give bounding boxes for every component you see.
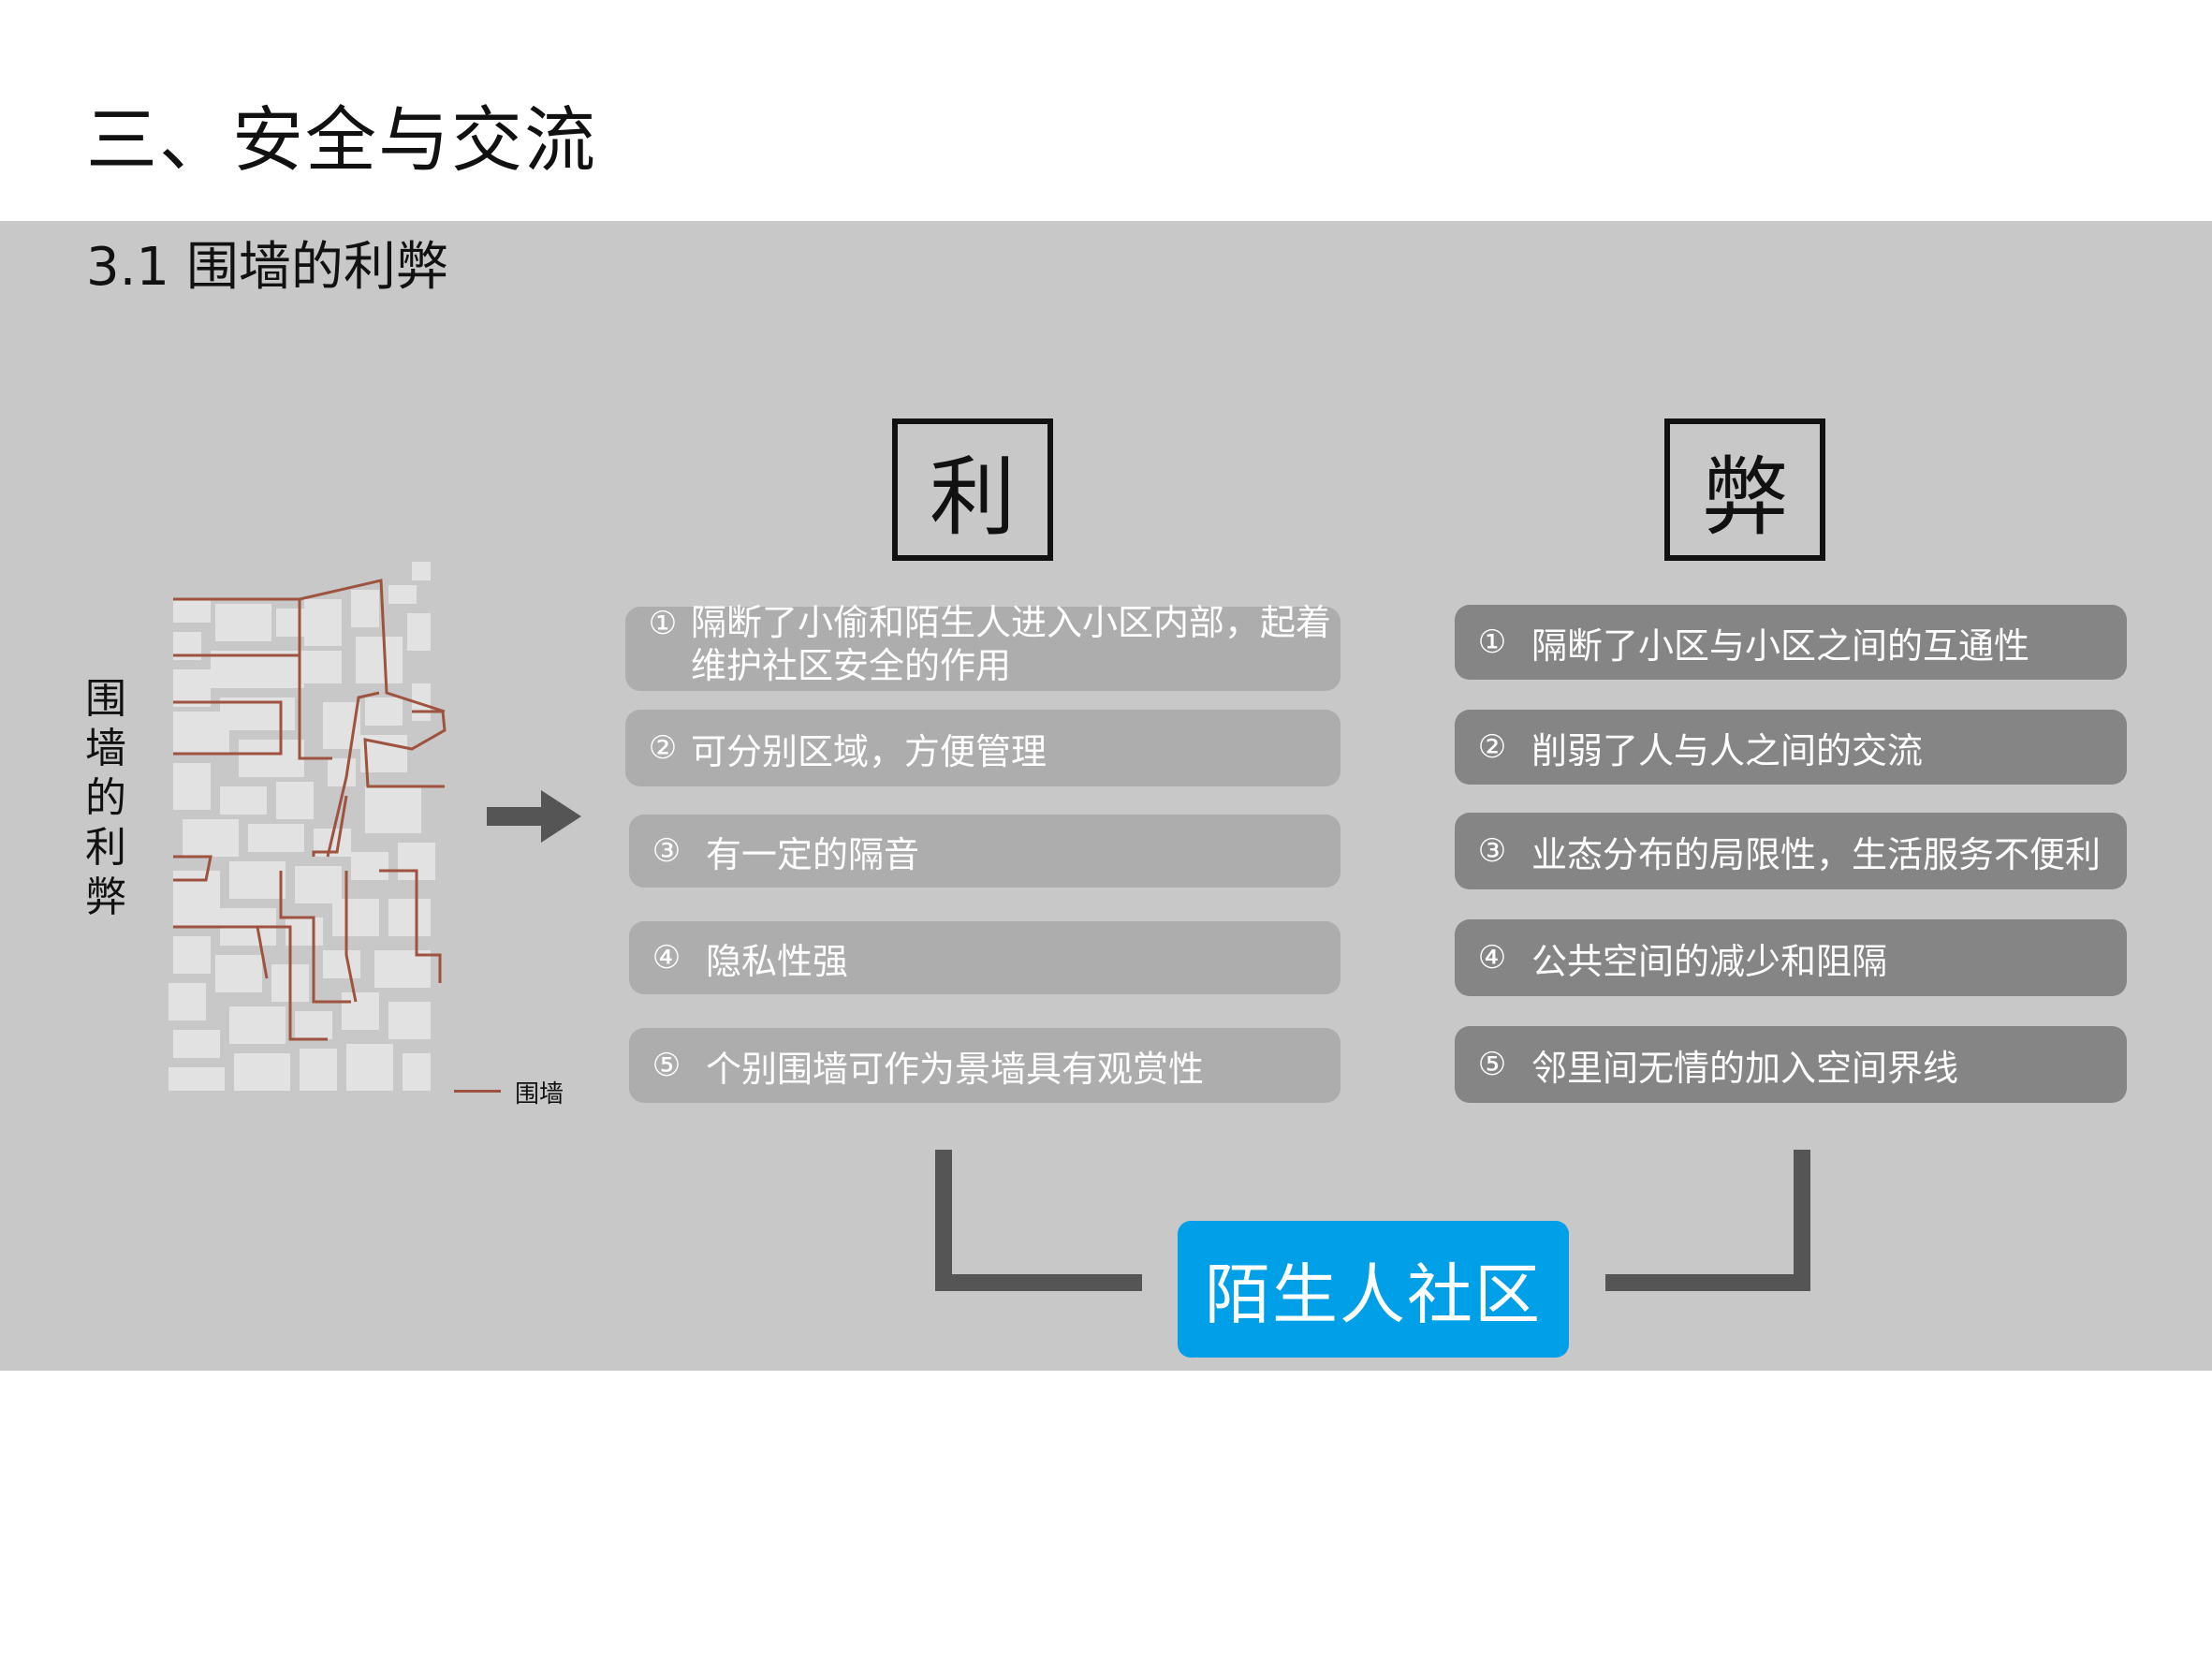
pros-item: ⑤ 个别围墙可作为景墙具有观赏性 — [629, 1028, 1340, 1103]
item-number: ④ — [652, 939, 681, 976]
item-number: ④ — [1477, 939, 1507, 976]
item-number: ② — [648, 729, 678, 767]
pros-item: ① 隔断了小偷和陌生人进入小区内部，起着维护社区安全的作用 — [625, 602, 1340, 691]
item-text: 可分别区域，方便管理 — [691, 730, 1047, 772]
item-text: 隐私性强 — [706, 940, 849, 982]
cons-item: ④ 公共空间的减少和阻隔 — [1455, 919, 2127, 996]
page-title: 三、安全与交流 — [86, 98, 597, 182]
pros-item: ④ 隐私性强 — [629, 921, 1340, 994]
bracket-connector — [935, 1150, 1810, 1291]
item-number: ③ — [652, 832, 681, 870]
cons-item: ③ 业态分布的局限性，生活服务不便利 — [1455, 813, 2127, 889]
item-number: ⑤ — [652, 1047, 681, 1084]
vertical-label: 围墙的利弊 — [85, 675, 126, 921]
item-text: 业态分布的局限性，生活服务不便利 — [1531, 833, 2102, 875]
section-title: 3.1 围墙的利弊 — [86, 237, 448, 298]
site-plan-map — [168, 562, 447, 1091]
cons-item: ⑤ 邻里间无情的加入空间界线 — [1455, 1026, 2127, 1103]
item-text: 隔断了小偷和陌生人进入小区内部，起着维护社区安全的作用 — [691, 602, 1332, 686]
arrow-right-icon — [487, 790, 581, 843]
pros-item: ② 可分别区域，方便管理 — [625, 710, 1340, 786]
item-number: ② — [1477, 728, 1507, 766]
pros-header: 利 — [892, 418, 1053, 561]
pros-item: ③ 有一定的隔音 — [629, 815, 1340, 888]
item-text: 个别围墙可作为景墙具有观赏性 — [706, 1048, 1205, 1090]
wall-lines — [173, 579, 447, 1041]
building-blocks — [168, 562, 435, 1091]
item-text: 邻里间无情的加入空间界线 — [1531, 1047, 1959, 1089]
item-text: 削弱了人与人之间的交流 — [1531, 729, 1924, 771]
item-number: ⑤ — [1477, 1046, 1507, 1083]
conclusion-box: 陌生人社区 — [1178, 1221, 1569, 1358]
legend-label: 围墙 — [515, 1080, 564, 1108]
legend-swatch — [454, 1090, 501, 1093]
item-text: 有一定的隔音 — [706, 833, 920, 875]
cons-item: ① 隔断了小区与小区之间的互通性 — [1455, 605, 2127, 680]
item-number: ① — [1477, 624, 1507, 661]
cons-item: ② 削弱了人与人之间的交流 — [1455, 710, 2127, 785]
item-number: ① — [648, 605, 678, 642]
cons-header: 弊 — [1664, 418, 1825, 561]
item-number: ③ — [1477, 832, 1507, 870]
item-text: 公共空间的减少和阻隔 — [1531, 940, 1888, 982]
item-text: 隔断了小区与小区之间的互通性 — [1531, 624, 2030, 667]
